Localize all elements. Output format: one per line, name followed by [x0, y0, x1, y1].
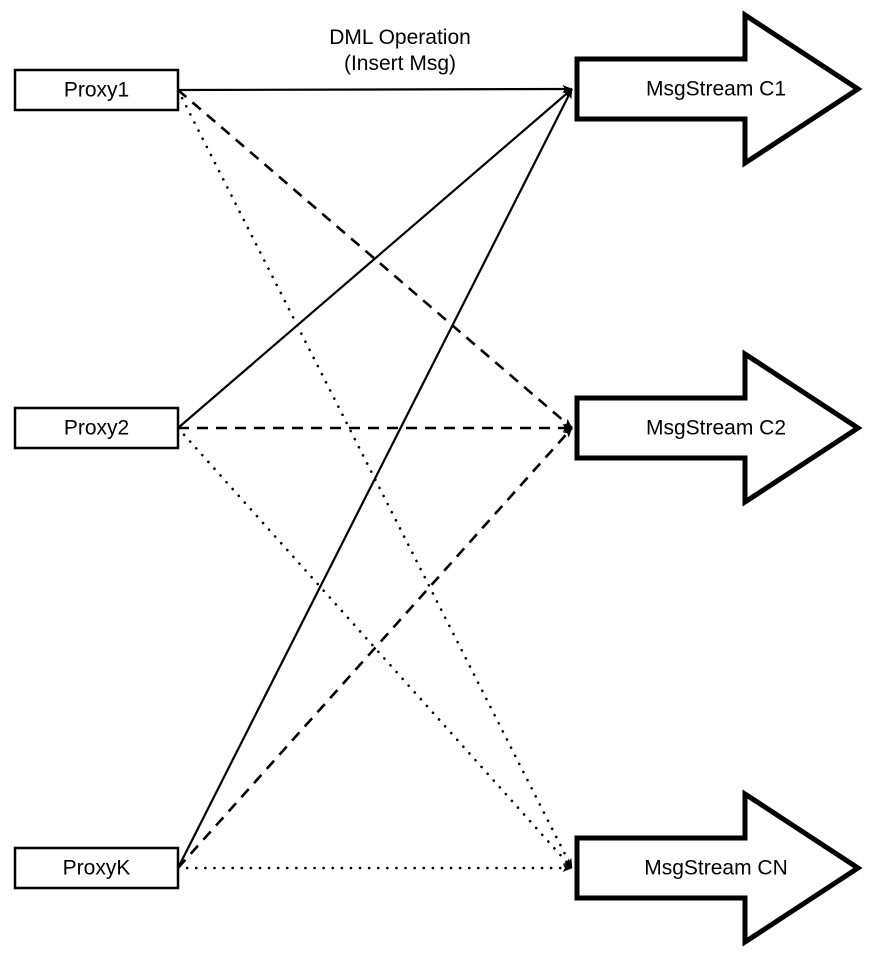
connection-pk-c1 [177, 88, 573, 869]
node-label: ProxyK [63, 857, 131, 880]
connection-p2-cn [176, 426, 574, 870]
stream-stream_cn[interactable]: MsgStream CN [574, 789, 863, 947]
node-proxy1[interactable]: Proxy1 [13, 68, 180, 112]
node-proxy2[interactable]: Proxy2 [13, 406, 180, 450]
annotation-line-2: (Insert Msg) [344, 52, 456, 75]
stream-stream_c2[interactable]: MsgStream C2 [574, 349, 863, 507]
node-proxyk[interactable]: ProxyK [13, 846, 180, 890]
connection-p2-c1 [177, 88, 573, 429]
block-arrow-shape [574, 349, 863, 507]
annotation-line-1: DML Operation [329, 26, 471, 49]
stream-label: MsgStream CN [644, 857, 788, 880]
connections-layer [176, 85, 574, 872]
node-box [13, 846, 180, 890]
node-label: Proxy1 [64, 79, 129, 102]
stream-label: MsgStream C2 [646, 417, 786, 440]
block-arrow-shape [574, 10, 863, 168]
connection-p1-c1 [177, 85, 573, 94]
node-box [13, 68, 180, 112]
node-label: Proxy2 [64, 417, 129, 440]
edge-annotation: DML Operation (Insert Msg) [329, 26, 471, 75]
connection-p1-c2 [177, 89, 573, 429]
streams-layer: MsgStream C1 MsgStream C2 MsgStream CN [574, 10, 863, 947]
node-box [13, 406, 180, 450]
connection-pk-c2 [177, 427, 573, 869]
stream-label: MsgStream C1 [646, 78, 786, 101]
stream-stream_c1[interactable]: MsgStream C1 [574, 10, 863, 168]
block-arrow-shape [574, 789, 863, 947]
